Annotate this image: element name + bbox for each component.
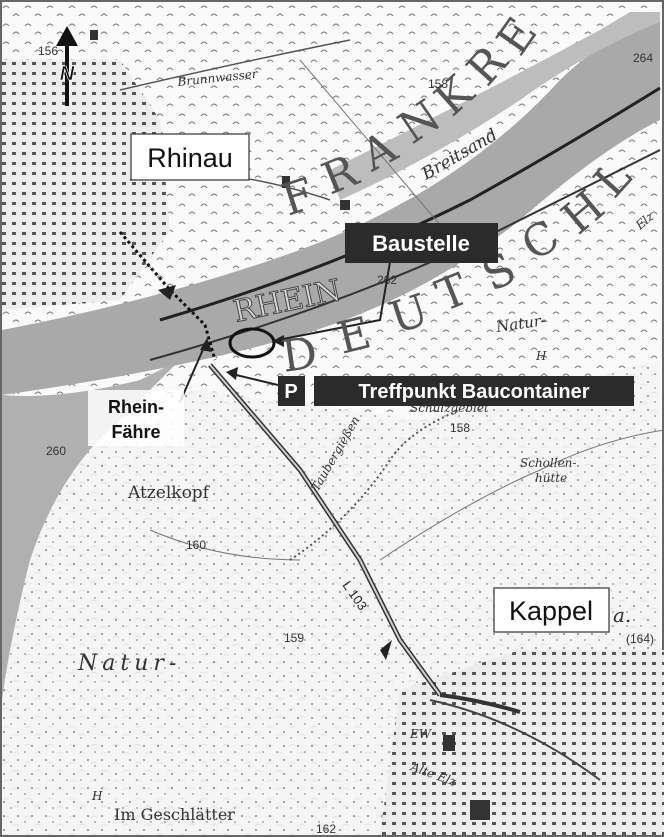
atzelkopf-label: Atzelkopf [127, 483, 211, 503]
elevation-158-mid: 158 [450, 421, 470, 435]
road-minor [149, 529, 301, 561]
road-minor [379, 429, 664, 561]
building [443, 735, 455, 751]
river-channel [330, 12, 660, 200]
route-arrow [380, 640, 392, 660]
building [282, 176, 290, 188]
ferry-route [118, 231, 217, 361]
im-geschlatter-label: Im Geschlätter [114, 805, 235, 824]
ew-label: EW [409, 727, 433, 741]
building [470, 800, 490, 820]
road-minor [119, 39, 351, 91]
elevation-264: 264 [633, 51, 653, 65]
rhinau-text: Rhinau [147, 143, 233, 173]
river-lower-left [2, 360, 180, 700]
north-label: N [60, 63, 75, 85]
elevation-158: 158 [428, 77, 448, 91]
dam-line [159, 86, 661, 322]
treffpunkt-pointer [231, 373, 279, 386]
baustelle-pointer-head [272, 335, 284, 347]
ferry-text-line2: Fähre [111, 422, 160, 442]
kappel-label: Kappel [493, 587, 610, 633]
baustelle-callout: Baustelle [345, 223, 498, 263]
a-suffix-label: a. [613, 603, 631, 627]
h-label: H [535, 349, 547, 363]
river-rhine [2, 20, 660, 395]
ferry-label: Rhein- Fähre [88, 390, 184, 446]
ferry-pointer [179, 344, 206, 403]
treffpunkt-callout: P Treffpunkt Baucontainer [278, 376, 634, 406]
elevation-160: 160 [186, 538, 206, 552]
elevation-262: 262 [377, 273, 397, 287]
road-l103-inner [209, 364, 441, 696]
elevation-162: 162 [316, 822, 336, 836]
construction-site-marker [228, 327, 276, 359]
natur-bottom-label: Natur- [77, 651, 181, 676]
country-letter: D [278, 327, 322, 383]
baustelle-text: Baustelle [372, 231, 470, 256]
elevation-260: 260 [46, 444, 66, 458]
route-arrow [158, 285, 176, 300]
treffpunkt-text: Treffpunkt Baucontainer [358, 381, 589, 403]
rhinau-town [2, 60, 170, 310]
schollenhutte-label-1: Schollen- [520, 456, 576, 470]
kappel-text: Kappel [509, 596, 593, 626]
parking-icon: P [284, 381, 297, 403]
ferry-text-line1: Rhein- [108, 397, 164, 417]
levee-path [289, 409, 461, 561]
ferry-pointer-head [200, 338, 212, 352]
building [340, 200, 350, 210]
rhinau-label: Rhinau [130, 133, 250, 181]
road-l103-east [439, 693, 521, 714]
h-label: H [91, 789, 103, 803]
elevation-164: (164) [626, 632, 654, 646]
road-minor [429, 699, 601, 781]
elevation-156: 156 [38, 44, 58, 58]
treffpunkt-pointer-head [226, 367, 238, 380]
building [90, 30, 98, 40]
baustelle-pointer [277, 261, 391, 341]
north-arrow-icon: N [56, 26, 78, 106]
elevation-159: 159 [284, 631, 304, 645]
schollenhutte-label-2: hütte [535, 471, 567, 485]
